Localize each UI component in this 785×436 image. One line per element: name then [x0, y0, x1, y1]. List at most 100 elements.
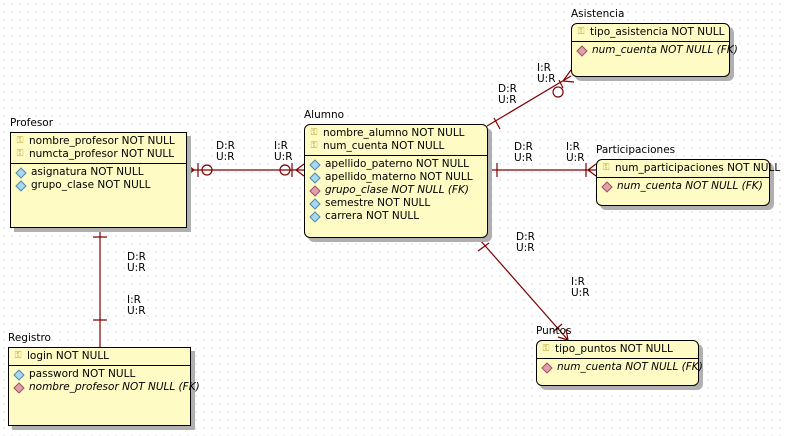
- attribute-diamond-icon: [13, 368, 25, 381]
- attribute-section: num_cuenta NOT NULL (FK): [572, 42, 738, 59]
- foreign-key-attribute[interactable]: grupo_clase NOT NULL (FK): [309, 184, 483, 197]
- primary-key-attribute[interactable]: ⚿ nombre_profesor NOT NULL: [15, 135, 182, 148]
- attribute-text: carrera NOT NULL: [325, 210, 420, 222]
- attribute-text: num_cuenta NOT NULL: [323, 140, 445, 152]
- attribute-text: grupo_clase NOT NULL: [31, 179, 151, 191]
- rule-update: U:R: [571, 287, 590, 299]
- foreign-key-attribute[interactable]: nombre_profesor NOT NULL (FK): [13, 381, 200, 394]
- attribute-diamond-icon: [15, 166, 27, 179]
- attribute[interactable]: asignatura NOT NULL: [15, 166, 182, 179]
- entity-title-profesor: Profesor: [10, 117, 54, 129]
- foreign-key-diamond-icon: [13, 381, 25, 394]
- attribute-text: num_cuenta NOT NULL (FK): [592, 44, 738, 56]
- entity-asistencia[interactable]: ⚿ tipo_asistencia NOT NULL num_cuenta NOT …: [571, 23, 738, 77]
- entity-puntos[interactable]: ⚿tipo_puntos NOT NULL num_cuenta NOT NULL…: [536, 340, 703, 386]
- attribute-text: asignatura NOT NULL: [31, 166, 144, 178]
- primary-key-section: ⚿tipo_puntos NOT NULL: [537, 341, 698, 359]
- key-icon: ⚿: [16, 136, 24, 146]
- key-icon: ⚿: [577, 27, 585, 37]
- rule-insert: I:R: [537, 62, 551, 74]
- primary-key-section: ⚿login NOT NULL: [9, 348, 190, 366]
- attribute-diamond-icon: [309, 197, 321, 210]
- primary-key-attribute[interactable]: ⚿nombre_alumno NOT NULL: [309, 127, 483, 140]
- primary-key-attribute[interactable]: ⚿numcta_profesor NOT NULL: [15, 148, 182, 161]
- rule-update: U:R: [274, 151, 293, 163]
- attribute-text: tipo_puntos NOT NULL: [555, 343, 673, 355]
- attribute-diamond-icon: [309, 158, 321, 171]
- rule-delete: D:R: [216, 140, 235, 152]
- rule-delete: D:R: [498, 83, 517, 95]
- primary-key-section: ⚿nombre_alumno NOT NULL⚿ num_cuenta NOT N…: [305, 125, 487, 156]
- rel-alumno-participaciones: [487, 163, 597, 177]
- foreign-key-attribute[interactable]: num_cuenta NOT NULL (FK): [541, 361, 703, 374]
- key-icon: ⚿: [602, 163, 610, 173]
- rel-profesor-alumno: [185, 163, 305, 177]
- attribute[interactable]: apellido_paterno NOT NULL: [309, 158, 483, 171]
- foreign-key-diamond-icon: [541, 361, 553, 374]
- entity-title-alumno: Alumno: [304, 109, 345, 121]
- rule-update: U:R: [514, 152, 533, 164]
- foreign-key-diamond-icon: [309, 184, 321, 197]
- rule-update: U:R: [498, 94, 517, 106]
- key-icon: ⚿: [16, 149, 24, 159]
- rule-delete: D:R: [514, 141, 533, 153]
- rule-insert: I:R: [571, 276, 585, 288]
- rule-delete: D:R: [516, 231, 535, 243]
- foreign-key-attribute[interactable]: num_cuenta NOT NULL (FK): [601, 180, 765, 193]
- primary-key-section: ⚿ tipo_asistencia NOT NULL: [572, 24, 729, 42]
- rel-profesor-registro: [93, 227, 107, 347]
- attribute[interactable]: semestre NOT NULL: [309, 197, 483, 210]
- rel-alumno-puntos: [477, 239, 569, 341]
- entity-alumno[interactable]: ⚿nombre_alumno NOT NULL⚿ num_cuenta NOT N…: [304, 124, 488, 238]
- attribute-text: num_cuenta NOT NULL (FK): [557, 361, 703, 373]
- attribute-text: apellido_paterno NOT NULL: [325, 158, 469, 170]
- attribute-diamond-icon: [309, 210, 321, 223]
- foreign-key-attribute[interactable]: num_cuenta NOT NULL (FK): [576, 44, 738, 57]
- rule-insert: I:R: [127, 294, 141, 306]
- key-icon: ⚿: [310, 128, 318, 138]
- attribute-diamond-icon: [309, 171, 321, 184]
- rule-update: U:R: [516, 242, 535, 254]
- attribute-text: apellido_materno NOT NULL: [325, 171, 473, 183]
- key-icon: ⚿: [310, 141, 318, 151]
- rule-insert: I:R: [274, 140, 288, 152]
- rule-update: U:R: [127, 305, 146, 317]
- primary-key-attribute[interactable]: ⚿ tipo_asistencia NOT NULL: [576, 26, 725, 39]
- rule-update: U:R: [127, 262, 146, 274]
- primary-key-section: ⚿ nombre_profesor NOT NULL⚿numcta_profeso…: [11, 133, 186, 164]
- rule-update: U:R: [566, 152, 585, 164]
- primary-key-attribute[interactable]: ⚿ num_cuenta NOT NULL: [309, 140, 483, 153]
- primary-key-attribute[interactable]: ⚿tipo_puntos NOT NULL: [541, 343, 694, 356]
- attribute-text: num_cuenta NOT NULL (FK): [617, 180, 763, 192]
- primary-key-attribute[interactable]: ⚿num_participaciones NOT NULL: [601, 162, 781, 175]
- foreign-key-diamond-icon: [576, 44, 588, 57]
- entity-participaciones[interactable]: ⚿num_participaciones NOT NULL num_cuenta …: [596, 159, 781, 206]
- attribute[interactable]: password NOT NULL: [13, 368, 186, 381]
- attribute[interactable]: grupo_clase NOT NULL: [15, 179, 182, 192]
- attribute-diamond-icon: [15, 179, 27, 192]
- primary-key-attribute[interactable]: ⚿login NOT NULL: [13, 350, 186, 363]
- attribute[interactable]: carrera NOT NULL: [309, 210, 483, 223]
- key-icon: ⚿: [14, 351, 22, 361]
- entity-title-registro: Registro: [8, 332, 51, 344]
- foreign-key-diamond-icon: [601, 180, 613, 193]
- attribute[interactable]: apellido_materno NOT NULL: [309, 171, 483, 184]
- rule-delete: D:R: [127, 251, 146, 263]
- attribute-text: password NOT NULL: [29, 368, 136, 380]
- attribute-text: tipo_asistencia NOT NULL: [590, 26, 725, 38]
- entity-profesor[interactable]: ⚿ nombre_profesor NOT NULL⚿numcta_profeso…: [10, 132, 187, 228]
- attribute-text: semestre NOT NULL: [325, 197, 431, 209]
- attribute-text: nombre_profesor NOT NULL: [29, 135, 175, 147]
